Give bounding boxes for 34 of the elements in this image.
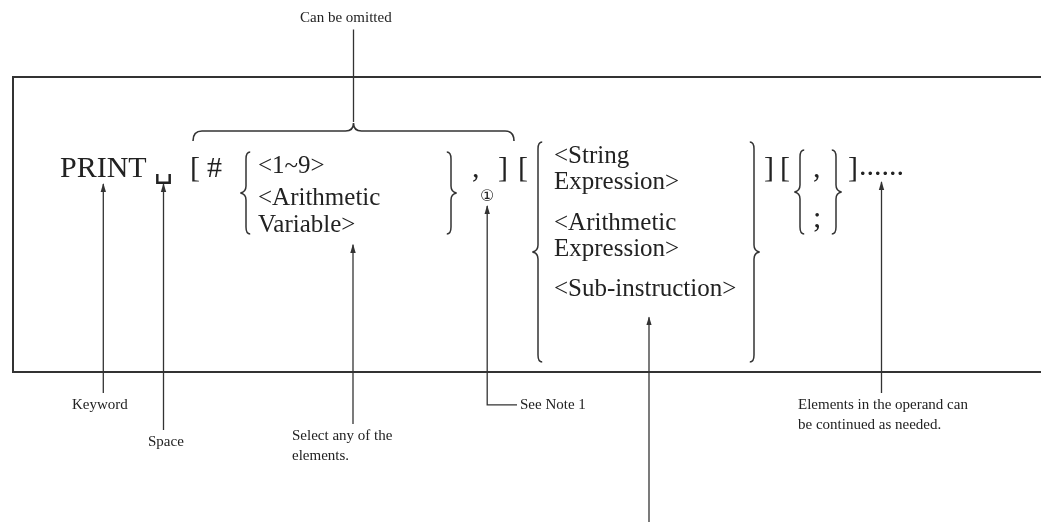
note-text: Select any of the elements.	[292, 426, 412, 465]
syntax-symbol: ]	[764, 152, 774, 182]
note-text: Keyword	[72, 395, 128, 415]
ellipsis-dots: ......	[859, 150, 904, 180]
syntax-symbol: [	[518, 152, 528, 182]
note-text: Can be omitted	[300, 8, 392, 28]
leader-line	[352, 28, 355, 123]
leader-arrow	[878, 181, 885, 394]
syntax-symbol: ,	[472, 152, 480, 182]
space-symbol: ␣	[154, 152, 174, 182]
note-text: Space	[148, 432, 184, 452]
leader-arrow	[484, 205, 518, 406]
syntax-term: <Arithmetic Variable>	[258, 184, 382, 237]
syntax-symbol: ,	[813, 152, 821, 182]
syntax-symbol: ]	[498, 152, 508, 182]
note-mark: ①	[480, 188, 495, 204]
syntax-symbol: [	[190, 152, 200, 182]
syntax-symbol: ;	[813, 202, 822, 232]
syntax-term: <Sub-instruction>	[554, 275, 738, 302]
syntax-symbol: #	[207, 152, 222, 182]
syntax-term: <1~9>	[258, 152, 326, 179]
brace-symbol	[192, 122, 515, 142]
leader-arrow	[160, 183, 167, 431]
leader-arrow	[350, 243, 356, 425]
note-text: See Note 1	[520, 395, 586, 415]
note-text: Elements in the operand can be continued as needed.	[798, 395, 973, 434]
syntax-term: <Arithmetic Expression>	[554, 208, 681, 261]
keyword-text: PRINT	[60, 152, 147, 182]
leader-arrow	[646, 316, 652, 522]
syntax-term: <String Expression>	[554, 142, 681, 195]
syntax-symbol: ]	[848, 152, 858, 182]
syntax-symbol: [	[780, 152, 790, 182]
syntax-frame	[12, 76, 1041, 373]
leader-arrow	[100, 183, 107, 394]
